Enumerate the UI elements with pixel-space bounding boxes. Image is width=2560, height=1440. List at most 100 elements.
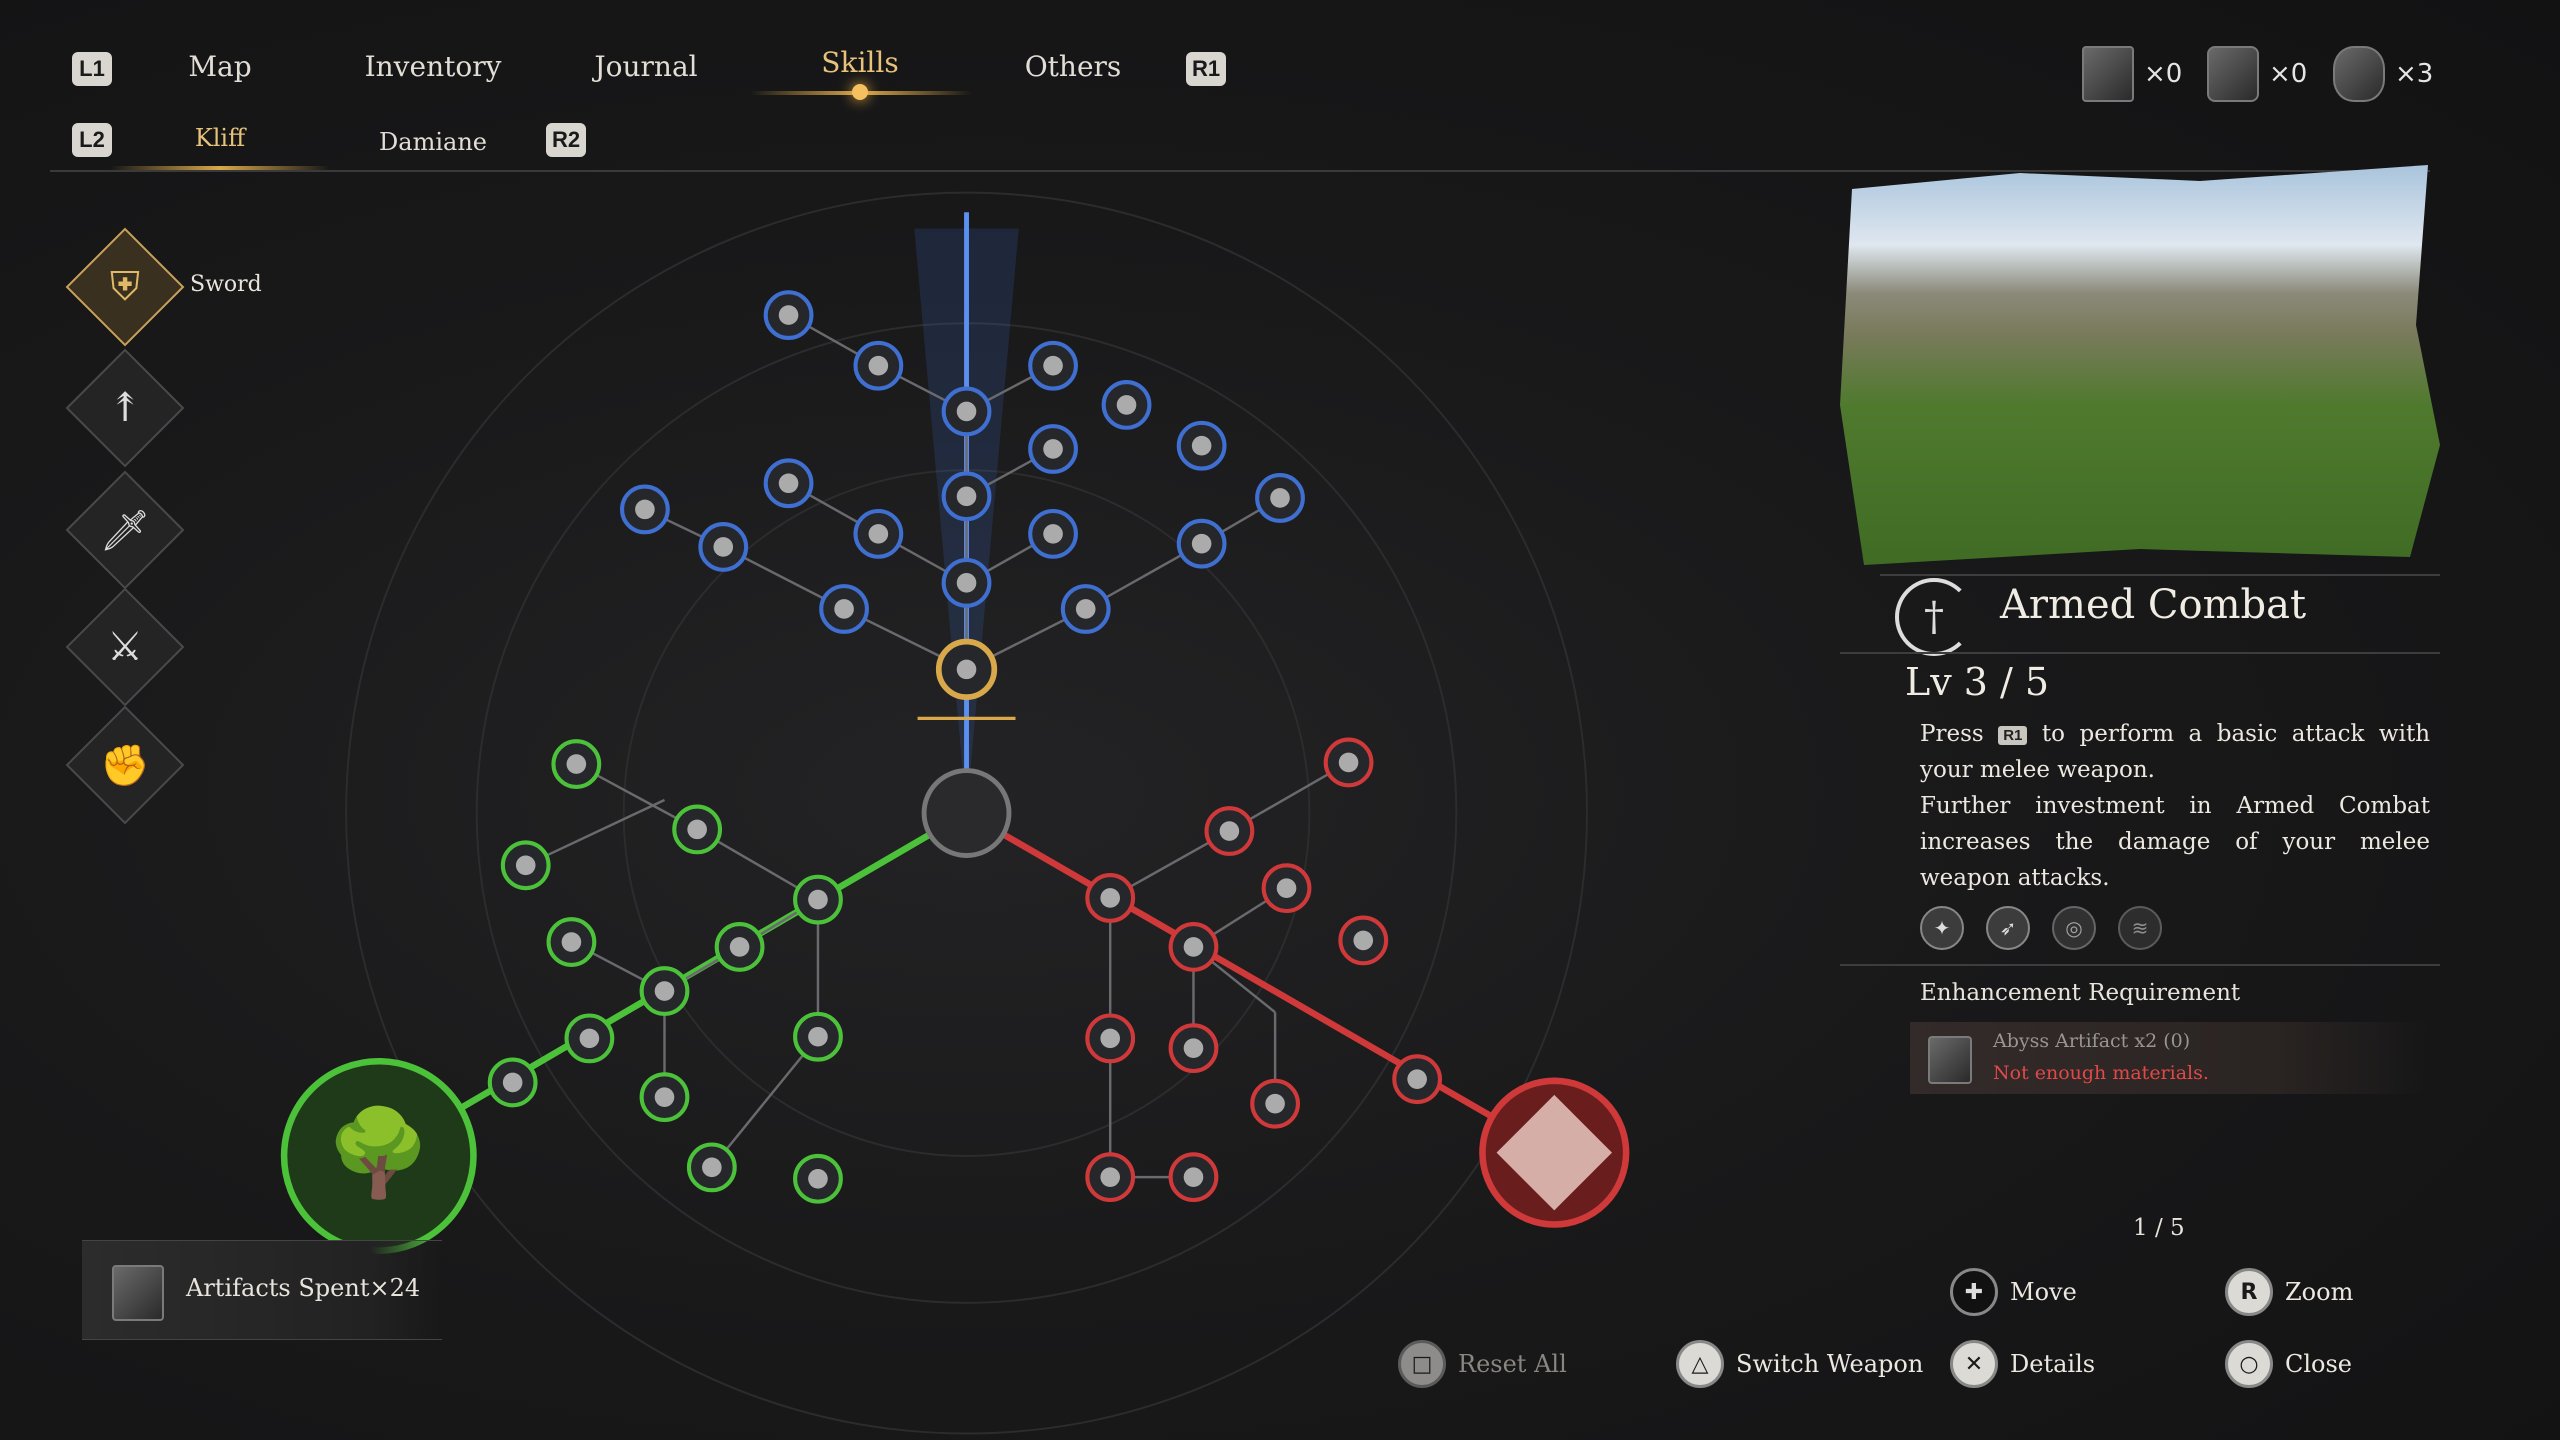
skill-glyph-icon <box>1043 524 1063 544</box>
skill-level: Lv 3 / 5 <box>1905 660 2050 704</box>
currency-abyss-artifact: ×0 <box>2082 46 2182 102</box>
tab-others[interactable]: Others <box>1024 50 1122 83</box>
skill-glyph-icon <box>778 305 799 325</box>
currency-count: ×0 <box>2144 59 2183 89</box>
skill-glyph-icon <box>1116 395 1137 415</box>
close-button[interactable]: ○ Close <box>2225 1340 2352 1388</box>
move-prompt[interactable]: ✚Move <box>1950 1268 2077 1316</box>
desc-text: Further investment in Armed Combat incre… <box>1920 793 2430 891</box>
prompt-label: Close <box>2285 1350 2353 1378</box>
skill-glyph-icon <box>654 981 675 1001</box>
skill-glyph-icon <box>1183 937 1204 957</box>
charge-icon[interactable]: ➶ <box>1986 906 2030 950</box>
skill-glyph-icon <box>1043 355 1063 376</box>
tab-skills[interactable]: Skills <box>821 46 899 79</box>
details-button[interactable]: ✕ Details <box>1950 1340 2095 1388</box>
triangle-button-icon: △ <box>1676 1340 1724 1388</box>
cross-button-icon: ✕ <box>1950 1340 1998 1388</box>
r1-key[interactable]: R1 <box>1186 52 1226 86</box>
skill-glyph-icon <box>579 1028 600 1049</box>
skill-glyph-icon <box>1100 1028 1120 1049</box>
switch-weapon-button[interactable]: △ Switch Weapon <box>1676 1340 1923 1388</box>
right-stick-icon: R <box>2225 1268 2273 1316</box>
tab-map[interactable]: Map <box>188 50 252 83</box>
header-divider <box>50 170 2430 172</box>
skill-glyph-icon <box>1276 878 1297 898</box>
page-indicator: 1 / 5 <box>2133 1215 2185 1241</box>
skill-glyph-icon <box>561 932 582 952</box>
skill-glyph-icon <box>1075 599 1096 619</box>
skill-glyph-icon <box>868 524 889 544</box>
artifacts-spent-label: Artifacts Spent×24 <box>186 1274 421 1302</box>
skill-glyph-icon <box>808 1026 828 1047</box>
swirl-icon[interactable]: ◎ <box>2052 906 2096 950</box>
tab-kliff[interactable]: Kliff <box>194 124 246 152</box>
prompt-label: Zoom <box>2285 1278 2354 1306</box>
claw-icon[interactable]: ≋ <box>2118 906 2162 950</box>
skill-glyph-icon <box>729 937 750 957</box>
desc-text: Press <box>1920 721 1984 747</box>
currency-rune-stone: ×3 <box>2333 46 2433 102</box>
skill-glyph-icon <box>713 537 734 557</box>
skill-connector <box>710 1035 819 1169</box>
skill-glyph-icon <box>778 473 799 494</box>
skill-glyph-icon <box>956 486 977 507</box>
square-button-icon: □ <box>1398 1340 1446 1388</box>
skill-glyph-icon <box>1407 1069 1427 1089</box>
skill-preview-image <box>1840 165 2440 565</box>
abyss-artifact-icon <box>112 1265 164 1321</box>
desc-text: to perform a basic attack with your mele… <box>1920 721 2431 783</box>
skill-glyph-icon <box>1265 1093 1285 1114</box>
skill-glyph-icon <box>566 754 587 774</box>
requirement-status: Not enough materials. <box>1993 1062 2209 1084</box>
r2-key[interactable]: R2 <box>546 123 586 157</box>
tab-inventory[interactable]: Inventory <box>364 50 502 83</box>
prompt-label: Switch Weapon <box>1736 1350 1924 1378</box>
zoom-prompt[interactable]: R Zoom <box>2225 1268 2353 1316</box>
panel-divider <box>1840 652 2440 654</box>
skill-glyph-icon <box>502 1072 523 1093</box>
circle-button-icon: ○ <box>2225 1340 2273 1388</box>
rune-stone-icon <box>2333 46 2385 102</box>
skill-glyph-icon <box>515 855 536 876</box>
skill-glyph-icon <box>1043 439 1063 459</box>
tree-root-node[interactable] <box>921 768 1012 858</box>
currency-hollow-cube: ×0 <box>2207 46 2307 102</box>
skill-glyph-icon <box>956 573 977 593</box>
skill-glyph-icon <box>808 889 828 910</box>
skill-glyph-icon <box>1191 435 1212 456</box>
tab-damiane[interactable]: Damiane <box>379 128 487 156</box>
abyss-artifact-icon <box>1928 1036 1972 1084</box>
prompt-label: Details <box>2010 1350 2096 1378</box>
active-tab-indicator <box>852 84 868 100</box>
requirement-item: Abyss Artifact x2 (0) <box>1993 1030 2191 1052</box>
reset-all-button[interactable]: □Reset All <box>1398 1340 1567 1388</box>
skill-glyph-icon <box>808 1168 828 1189</box>
prompt-label: Move <box>2010 1278 2077 1306</box>
tab-journal[interactable]: Journal <box>594 50 698 83</box>
skill-description: Press R1 to perform a basic attack with … <box>1920 716 2430 896</box>
weapon-label: Sword <box>190 272 262 297</box>
l1-key[interactable]: L1 <box>72 52 112 86</box>
requirement-box <box>1910 1022 2430 1094</box>
skill-glyph-icon <box>702 1157 722 1178</box>
l2-key[interactable]: L2 <box>72 123 112 157</box>
tree-icon: 🌳 <box>326 1102 432 1203</box>
skill-glyph-icon <box>956 659 977 680</box>
skill-glyph-icon <box>1183 1167 1204 1187</box>
right-branch-beam <box>964 810 1556 1156</box>
skill-glyph-icon <box>1353 930 1374 951</box>
skill-glyph-icon <box>1100 888 1120 908</box>
skill-glyph-icon <box>1270 488 1290 508</box>
r1-key-inline: R1 <box>1998 725 2028 745</box>
currency-count: ×3 <box>2395 59 2434 89</box>
skill-glyph-icon <box>956 401 977 422</box>
skill-glyph-icon <box>868 355 889 376</box>
currency-count: ×0 <box>2269 59 2308 89</box>
abyss-artifact-icon <box>2082 46 2134 102</box>
skill-connector <box>525 798 666 867</box>
skill-title: Armed Combat <box>2000 582 2307 628</box>
flame-slash-icon[interactable]: ✦ <box>1920 906 1964 950</box>
skill-glyph-icon <box>635 499 655 520</box>
